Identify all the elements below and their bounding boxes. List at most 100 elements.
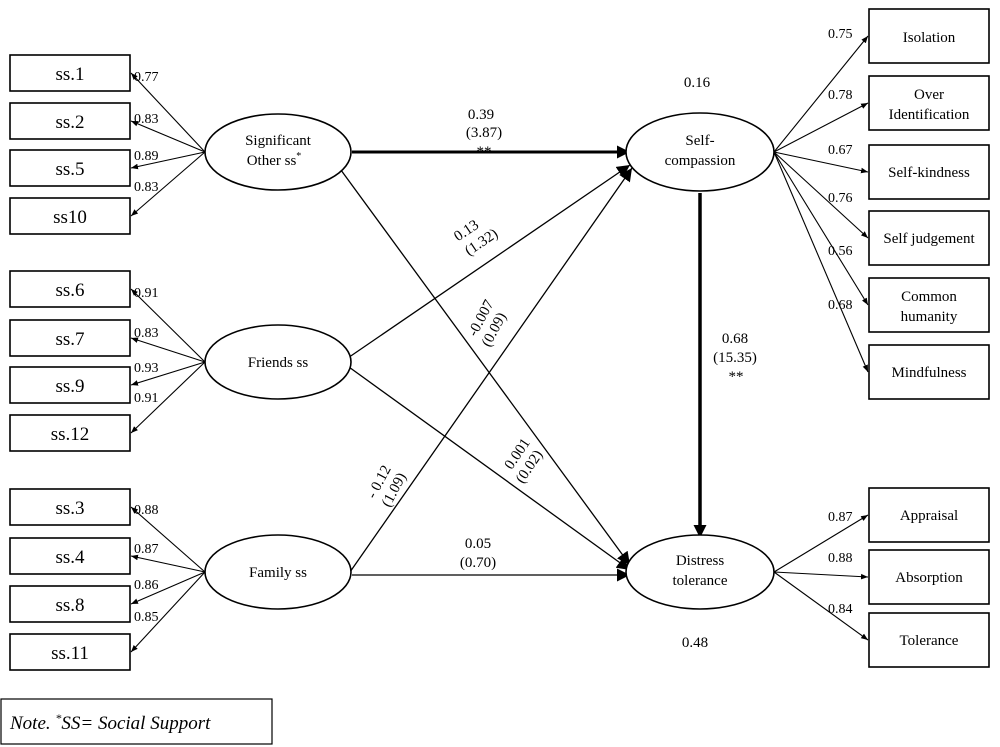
indicator-label: Appraisal xyxy=(900,508,958,524)
indicator-label: Mindfulness xyxy=(892,365,967,381)
indicator-box-over-identification: Over Identification xyxy=(868,75,990,131)
coef-fr-sc: 0.13 (1.32) xyxy=(451,217,501,259)
loading-value: 0.83 xyxy=(134,180,159,195)
loading-value: 0.83 xyxy=(134,326,159,341)
indicator-box-ss11: ss.11 xyxy=(9,633,131,671)
coef-t: (0.70) xyxy=(460,555,496,571)
coef-t: (15.35) xyxy=(713,350,757,366)
indicator-box-absorption: Absorption xyxy=(868,549,990,605)
indicator-box-self-kindness: Self-kindness xyxy=(868,144,990,200)
path-family-to-sc xyxy=(349,167,633,573)
loading-arrow-ss3 xyxy=(130,506,206,573)
indicator-label: ss.6 xyxy=(55,280,84,301)
indicator-box-isolation: Isolation xyxy=(868,8,990,64)
latent-label: Family ss xyxy=(249,565,307,581)
loading-value: 0.87 xyxy=(828,510,853,525)
loading-value: 0.85 xyxy=(134,610,159,625)
coef-so-sc: 0.39 (3.87) ** xyxy=(466,107,502,160)
coef-value: 0.05 xyxy=(465,536,491,552)
loading-arrow-self-judgement xyxy=(773,151,869,239)
indicator-box-mindfulness: Mindfulness xyxy=(868,344,990,400)
loading-value: 0.91 xyxy=(134,286,159,301)
indicator-label: Self judgement xyxy=(883,231,975,247)
latent-label-sup: * xyxy=(296,151,301,162)
loading-arrow-ss5 xyxy=(130,151,206,170)
latent-label-line2: tolerance xyxy=(673,573,728,589)
note-text: Note. *SS= Social Support xyxy=(9,711,211,734)
loading-arrow-ss12 xyxy=(130,361,206,434)
latent-label-line2-text: Other ss xyxy=(247,153,297,169)
indicator-box-ss4: ss.4 xyxy=(9,537,131,575)
indicator-label: ss.11 xyxy=(51,643,89,664)
latent-label: Friends ss xyxy=(248,355,309,371)
indicator-label: Over xyxy=(914,87,944,103)
path-friends-to-dt xyxy=(341,361,631,571)
indicator-label: Common xyxy=(901,289,957,305)
family-indicators: ss.3 ss.4 ss.8 ss.11 xyxy=(9,488,131,671)
loading-value: 0.93 xyxy=(134,361,159,376)
loading-arrow-ss10 xyxy=(130,151,206,217)
indicator-label: ss.8 xyxy=(55,595,84,616)
indicator-label: ss.12 xyxy=(51,424,90,445)
r-squared-self-compassion: 0.16 xyxy=(684,75,711,91)
structural-paths xyxy=(337,145,707,582)
loading-arrow-ss11 xyxy=(130,571,206,653)
indicator-box-ss7: ss.7 xyxy=(9,319,131,357)
indicator-box-tolerance: Tolerance xyxy=(868,612,990,668)
latent-self-compassion: Self- compassion xyxy=(625,112,775,192)
loading-value: 0.87 xyxy=(134,542,159,557)
sc-indicators: Isolation Over Identification Self-kindn… xyxy=(868,8,990,400)
loading-value: 0.83 xyxy=(134,112,159,127)
coef-fa-sc: - 0.12 (1.09) xyxy=(364,463,410,510)
coef-sig: ** xyxy=(477,144,492,160)
indicator-box-ss12: ss.12 xyxy=(9,414,131,452)
loading-arrow-ss7 xyxy=(130,337,206,363)
path-so-to-dt xyxy=(337,165,631,566)
loading-arrow-self-kindness xyxy=(773,151,869,174)
indicator-label: Absorption xyxy=(895,570,963,586)
note-box: Note. *SS= Social Support xyxy=(0,698,273,745)
indicator-box-ss5: ss.5 xyxy=(9,149,131,187)
loading-arrow-tolerance xyxy=(773,571,869,641)
loading-values: 0.77 0.83 0.89 0.83 0.91 0.83 0.93 0.91 … xyxy=(134,27,853,625)
loading-value: 0.56 xyxy=(828,244,853,259)
indicator-box-ss6: ss.6 xyxy=(9,270,131,308)
indicator-box-ss2: ss.2 xyxy=(9,102,131,140)
loading-value: 0.89 xyxy=(134,149,159,164)
latent-friends: Friends ss xyxy=(204,324,352,400)
friends-indicators: ss.6 ss.7 ss.9 ss.12 xyxy=(9,270,131,452)
loading-value: 0.78 xyxy=(828,88,853,103)
loading-arrow-ss6 xyxy=(130,288,206,363)
coef-t: (3.87) xyxy=(466,125,502,141)
loading-arrow-over-identification xyxy=(773,102,869,153)
loading-arrow-ss4 xyxy=(130,554,206,573)
latent-label-line2: Other ss* xyxy=(247,151,302,169)
loading-arrow-mindfulness xyxy=(773,151,869,373)
indicator-label: ss.2 xyxy=(55,112,84,133)
indicator-label: ss.9 xyxy=(55,376,84,397)
loading-arrow-ss2 xyxy=(130,120,206,153)
r-squared-distress-tolerance: 0.48 xyxy=(682,635,708,651)
indicator-label: ss.3 xyxy=(55,498,84,519)
indicator-box-ss1: ss.1 xyxy=(9,54,131,92)
loading-arrow-ss8 xyxy=(130,571,206,605)
loading-arrow-isolation xyxy=(773,35,869,153)
indicator-label-line2: humanity xyxy=(901,309,958,325)
indicator-label-line2: Identification xyxy=(889,107,970,123)
indicator-label: Self-kindness xyxy=(888,165,970,181)
indicator-box-ss9: ss.9 xyxy=(9,366,131,404)
loading-value: 0.67 xyxy=(828,143,853,158)
loading-value: 0.76 xyxy=(828,191,853,206)
indicator-box-self-judgement: Self judgement xyxy=(868,210,990,266)
loading-value: 0.75 xyxy=(828,27,853,42)
latent-label: Significant xyxy=(245,133,312,149)
loading-arrow-ss1 xyxy=(130,72,206,153)
loading-value: 0.88 xyxy=(134,503,159,518)
loading-value: 0.86 xyxy=(134,578,159,593)
latent-distress-tolerance: Distress tolerance xyxy=(625,534,775,610)
dt-indicators: Appraisal Absorption Tolerance xyxy=(868,487,990,668)
loading-arrow-ss9 xyxy=(130,361,206,386)
indicator-label: Tolerance xyxy=(900,633,959,649)
note-body: SS= Social Support xyxy=(61,713,211,734)
